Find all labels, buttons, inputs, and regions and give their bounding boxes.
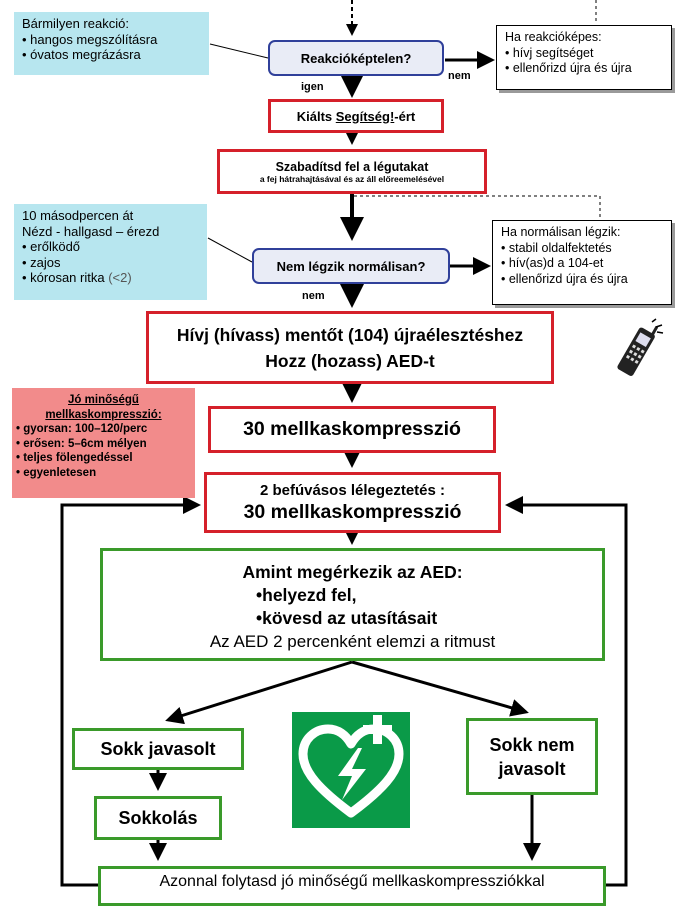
side-responsive-item: • hívj segítséget <box>505 45 594 60</box>
note-breathing-item: • erőlködő <box>22 239 81 254</box>
decision-unresponsive-label: Reakcióképtelen? <box>300 50 412 66</box>
note-breathing-item: 10 másodpercen át <box>22 208 134 223</box>
yes-label: igen <box>301 81 324 93</box>
compression-title: Jó minőségű <box>68 394 139 406</box>
side-breathing-item: • hív(as)d a 104-et <box>501 256 604 270</box>
note-reaction: Bármilyen reakció: • hangos megszólításr… <box>14 12 209 75</box>
note-breathing-item: • zajos <box>22 254 61 270</box>
step-aed-arrives: Amint megérkezik az AED: •helyezd fel, •… <box>100 548 605 661</box>
step-30-compressions: 30 mellkaskompresszió <box>208 406 496 453</box>
shout-emph: Segítség! <box>335 108 395 124</box>
no-shock-line2: javasolt <box>498 758 566 779</box>
shock-action-label: Sokkolás <box>118 807 198 828</box>
note-reaction-item: • óvatos megrázásra <box>22 47 141 62</box>
decision-unresponsive: Reakcióképtelen? <box>268 40 444 76</box>
aed-line2: •helyezd fel, <box>256 585 357 605</box>
step-open-airway: Szabadítsd fel a légutakat a fej hátraha… <box>217 149 487 194</box>
note-breathing-rate: (<2) <box>108 270 132 285</box>
side-responsive-title: Ha reakcióképes: <box>505 30 602 44</box>
aed-line3: •kövesd az utasításait <box>256 608 438 628</box>
cycle-line1: 2 befúvásos lélegeztetés : <box>259 481 446 499</box>
shock-advised-label: Sokk javasolt <box>100 738 216 759</box>
note-reaction-item: • hangos megszólításra <box>22 31 158 47</box>
no-shock-line1: Sokk nem <box>489 734 575 755</box>
side-responsive-item: • ellenőrizd újra és újra <box>505 61 632 75</box>
side-breathing-item: • ellenőrizd újra és újra <box>501 271 628 286</box>
call-line2: Hozz (hozass) AED-t <box>265 350 435 371</box>
side-responsive: Ha reakcióképes: • hívj segítséget • ell… <box>496 25 672 90</box>
compression-item: • egyenletesen <box>16 466 97 479</box>
continue-label: Azonnal folytasd jó minőségű mellkaskomp… <box>159 873 545 890</box>
note-breathing-item: Nézd - hallgasd – érezd <box>22 223 160 239</box>
no-label: nem <box>448 70 471 82</box>
compression-title: mellkaskompresszió: <box>45 408 162 421</box>
shout-prefix: Kiálts <box>296 108 336 124</box>
shock-advised: Sokk javasolt <box>72 728 244 770</box>
note-breathing-check: 10 másodpercen át Nézd - hallgasd – érez… <box>14 204 207 300</box>
cycle-line2: 30 mellkaskompresszió <box>243 500 462 523</box>
note-compression-quality: Jó minőségű mellkaskompresszió: • gyorsa… <box>12 388 195 498</box>
step-30-label: 30 mellkaskompresszió <box>243 418 461 440</box>
airway-line2: a fej hátrahajtásával és az áll előreeme… <box>259 173 445 184</box>
aed-line4: Az AED 2 percenként elemzi a ritmust <box>209 632 496 651</box>
decision-not-breathing-label: Nem légzik normálisan? <box>276 258 426 274</box>
note-breathing-item: • kórosan ritka <box>22 270 109 285</box>
step-cpr-cycle: 2 befúvásos lélegeztetés : 30 mellkaskom… <box>204 472 501 533</box>
step-call-ambulance: Hívj (hívass) mentőt (104) újraélesztésh… <box>146 311 554 384</box>
mobile-phone-icon <box>617 318 664 376</box>
side-breathing-normally: Ha normálisan légzik: • stabil oldalfekt… <box>492 220 672 305</box>
decision-not-breathing: Nem légzik normálisan? <box>252 248 450 284</box>
shock-not-advised: Sokk nem javasolt <box>466 718 598 795</box>
side-breathing-title: Ha normálisan légzik: <box>501 225 621 239</box>
side-breathing-item: • stabil oldalfektetés <box>501 240 612 255</box>
shout-suffix: -ért <box>394 108 416 124</box>
shock-action: Sokkolás <box>94 796 222 840</box>
aed-line1: Amint megérkezik az AED: <box>242 562 463 582</box>
aed-heart-icon <box>292 712 410 828</box>
step-shout-for-help: Kiálts Segítség!-ért <box>268 99 444 133</box>
compression-item: • gyorsan: 100–120/perc <box>16 423 148 435</box>
compression-item: • erősen: 5–6cm mélyen <box>16 437 147 450</box>
airway-line1: Szabadítsd fel a légutakat <box>275 159 429 174</box>
continue-compressions: Azonnal folytasd jó minőségű mellkaskomp… <box>98 866 606 906</box>
no-label: nem <box>302 290 325 302</box>
note-reaction-title: Bármilyen reakció: <box>22 16 129 31</box>
call-line1: Hívj (hívass) mentőt (104) újraélesztésh… <box>176 324 524 345</box>
compression-item: • teljes fölengedéssel <box>16 452 133 464</box>
